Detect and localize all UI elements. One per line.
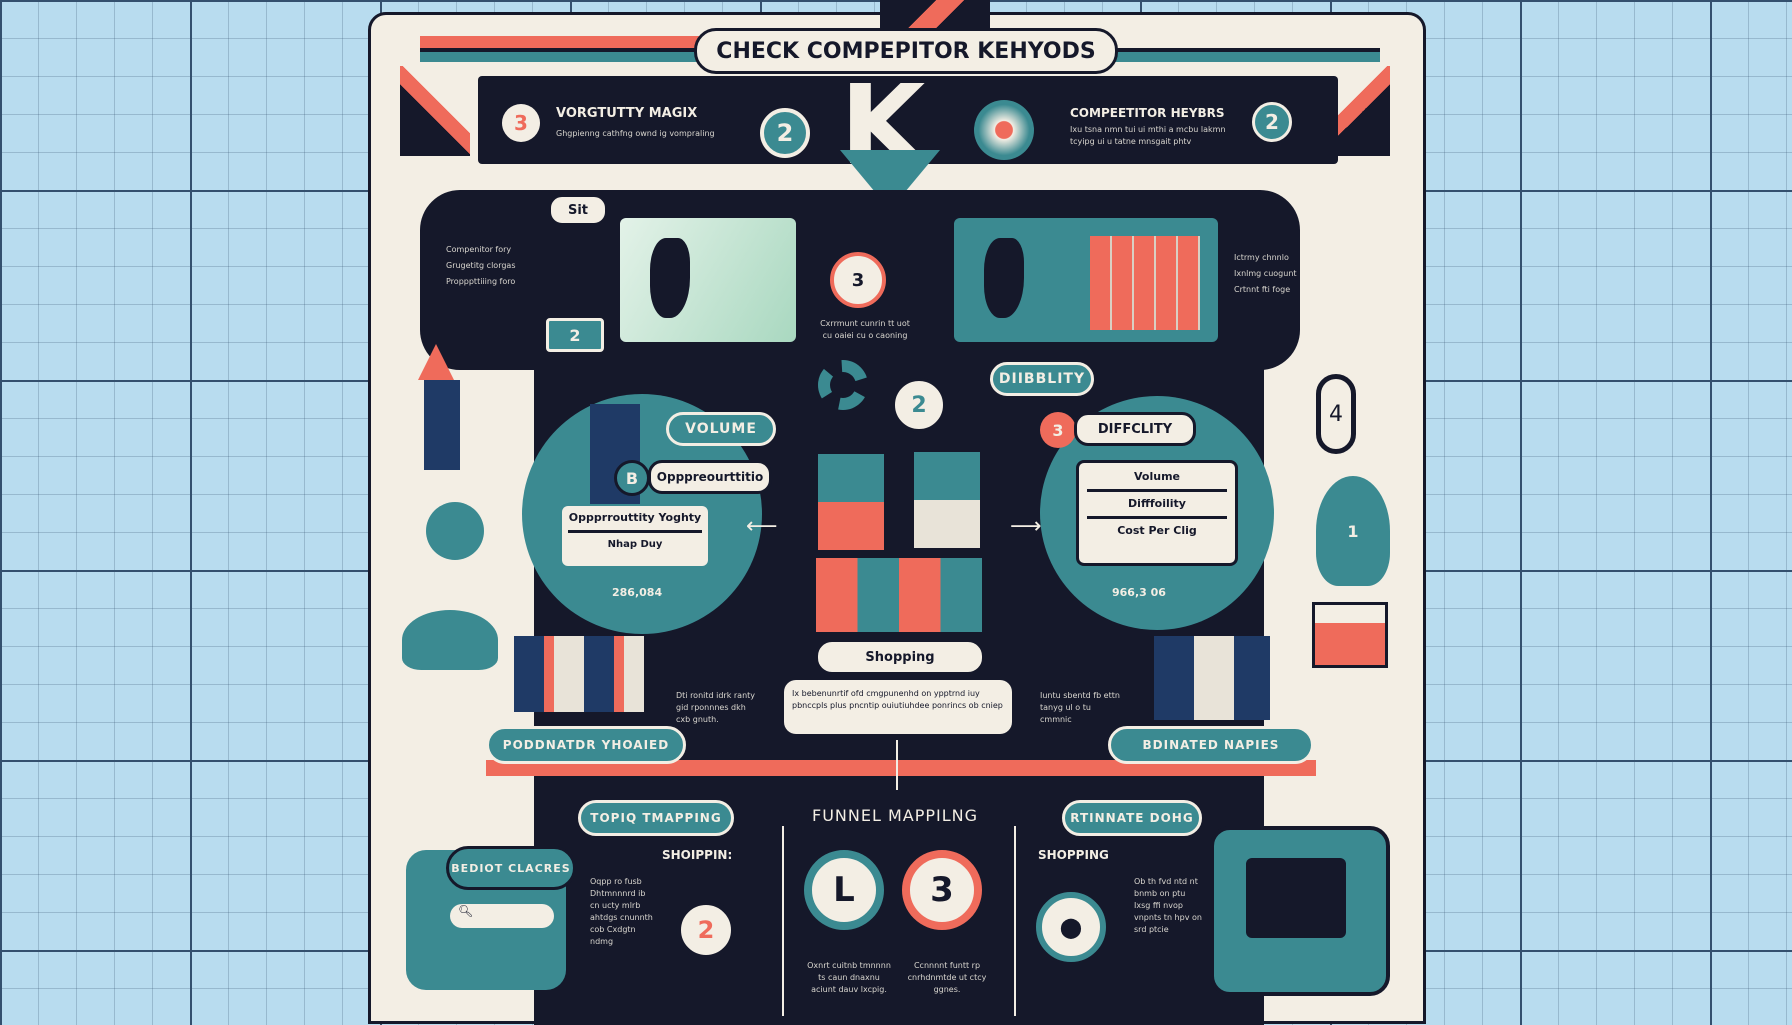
step-badge: 2	[892, 378, 946, 432]
search-icon: 🔍︎	[458, 904, 474, 918]
bar-stack-icon	[514, 636, 644, 712]
difficulty-pill: DIFFCLITY	[1074, 412, 1196, 446]
uk-flag-icon	[974, 100, 1034, 160]
list-item: Ictrmy chnnlo	[1234, 253, 1289, 262]
top-left-heading: VORGTUTTY MAGIX	[556, 106, 698, 121]
divider	[568, 530, 702, 533]
metric-label: Difffoility	[1128, 497, 1186, 510]
page-title: CHECK COMPEPITOR KEHYODS	[694, 28, 1118, 74]
select-card-title: BEDIOT CLACRES	[446, 846, 576, 890]
top-right-heading: COMPEETITOR HEYBRS	[1070, 106, 1225, 120]
location-pin-icon: ⬤	[1036, 892, 1106, 962]
bar-stack-icon	[1154, 636, 1270, 720]
divider	[782, 826, 784, 1016]
banner-stripe	[486, 760, 1316, 776]
right-value: 966,3 06	[1112, 586, 1166, 599]
list-item: Crtnnt fti foge	[1234, 285, 1291, 294]
opportunity-box-line: Nhap Duy	[607, 539, 663, 550]
tree-icon	[426, 502, 484, 560]
flag-left-icon	[400, 66, 470, 156]
divider	[1087, 489, 1227, 492]
list-item: Grugetitg clorgas	[446, 261, 516, 270]
opportunity-pill: Opppreourttitio	[648, 460, 772, 494]
step-badge: 3	[1040, 412, 1076, 448]
flag-top	[880, 0, 990, 30]
list-item: Compenitor fory	[446, 245, 512, 254]
plant-icon: 1	[1316, 476, 1390, 586]
left-note: Dti ronitd idrk ranty gid rponnnes dkh c…	[676, 691, 756, 724]
arrow-left-icon: ⟵	[746, 514, 778, 539]
shoppin-heading: SHOIPPIN:	[662, 848, 733, 862]
uk-map-image	[620, 218, 796, 342]
chat-window-icon	[1246, 858, 1346, 938]
shopping-heading: SHOPPING	[1038, 848, 1109, 862]
toggle-icon: 4	[1316, 374, 1356, 454]
right-note: Iuntu sbentd fb ettn tanyg ul o tu cmmni…	[1040, 691, 1120, 724]
header-stripe	[420, 36, 760, 48]
note-text: Ix bebenunrtif ofd cmgpunenhd on ypptrnd…	[792, 689, 1003, 710]
step-text: Cxrrmunt cunrin tt uot cu oaiei cu o cao…	[820, 319, 910, 340]
left-value: 286,084	[612, 586, 663, 599]
metric-label: Cost Per Clig	[1117, 524, 1197, 537]
step-badge: 3	[502, 104, 540, 142]
cube-icon	[818, 454, 884, 550]
bowtie-icon	[816, 558, 982, 632]
divider	[1087, 516, 1227, 519]
connector	[896, 740, 898, 790]
left-banner: PODDNATDR YHOAIED	[486, 726, 686, 764]
uk-map-icon	[984, 238, 1024, 318]
funnel-text: Ccnnnnt funtt rp cnrhdnmtde ut ctcy ggne…	[907, 961, 987, 994]
step-badge: 2	[546, 318, 604, 352]
search-input[interactable]: 🔍︎	[450, 904, 554, 928]
step-badge: B	[614, 460, 650, 496]
shopping-pill: Shopping	[818, 642, 982, 672]
bottom-right-text: Ob th fvd ntd nt bnmb on ptu Ixsg ffi nv…	[1134, 877, 1202, 934]
uk-map-table	[954, 218, 1218, 342]
estimate-tag: RTINNATE DOHG	[1062, 800, 1202, 836]
arrow-up-icon	[418, 344, 454, 380]
divider	[1014, 826, 1016, 1016]
funnel-step: L	[804, 850, 884, 930]
opportunity-box: Oppprrouttity Yoghty Nhap Duy	[562, 506, 708, 566]
plant-pot-icon	[1312, 602, 1388, 668]
funnel-step: 3	[902, 850, 982, 930]
data-table	[1090, 236, 1200, 330]
left-list: Compenitor fory Grugetitg clorgas Proppp…	[446, 240, 576, 320]
tag: Sit	[548, 194, 608, 226]
center-note: Ix bebenunrtif ofd cmgpunenhd on ypptrnd…	[784, 680, 1012, 734]
gear-icon	[818, 360, 868, 410]
step-badge: 2	[760, 108, 810, 158]
top-banner	[478, 76, 1338, 164]
step-badge: 3	[830, 252, 886, 308]
volume-tag: VOLUME	[666, 412, 776, 446]
top-right-text: Ixu tsna nmn tui ui mthi a mcbu lakmn tc…	[1070, 125, 1226, 146]
opportunity-box-line: Oppprrouttity Yoghty	[568, 511, 702, 524]
right-list: Ictrmy chnnlo Ixnlmg cuogunt Crtnnt fti …	[1234, 248, 1344, 300]
uk-map-icon	[650, 238, 690, 318]
magnifier-icon: 2	[676, 900, 736, 960]
cube-icon	[914, 452, 980, 548]
tree-icon	[402, 610, 498, 670]
step-badge: 2	[1252, 102, 1292, 142]
right-banner: BDINATED NAPIES	[1108, 726, 1314, 764]
bottom-left-text: Oqpp ro fusb Dhtmnnnrd ib cn ucty mlrb a…	[590, 877, 653, 946]
bar-icon	[424, 380, 460, 470]
list-item: Propppttiiing foro	[446, 277, 516, 286]
top-left-text: Ghgpienng cathfng ownd ig vompraling	[556, 129, 715, 138]
list-item: Ixnlmg cuogunt	[1234, 269, 1297, 278]
funnel-title: FUNNEL MAPPILNG	[812, 806, 979, 825]
difficulty-tag: DIIBBLITY	[990, 362, 1094, 396]
metrics-box: Volume Difffoility Cost Per Clig	[1076, 460, 1238, 566]
funnel-text: Oxnrt cuitnb tmnnnn ts caun dnaxnu aciun…	[807, 961, 891, 994]
metric-label: Volume	[1134, 470, 1180, 483]
topic-mapping-tag: TOPIQ TMAPPING	[578, 800, 734, 836]
arrow-right-icon: ⟶	[1010, 514, 1042, 539]
